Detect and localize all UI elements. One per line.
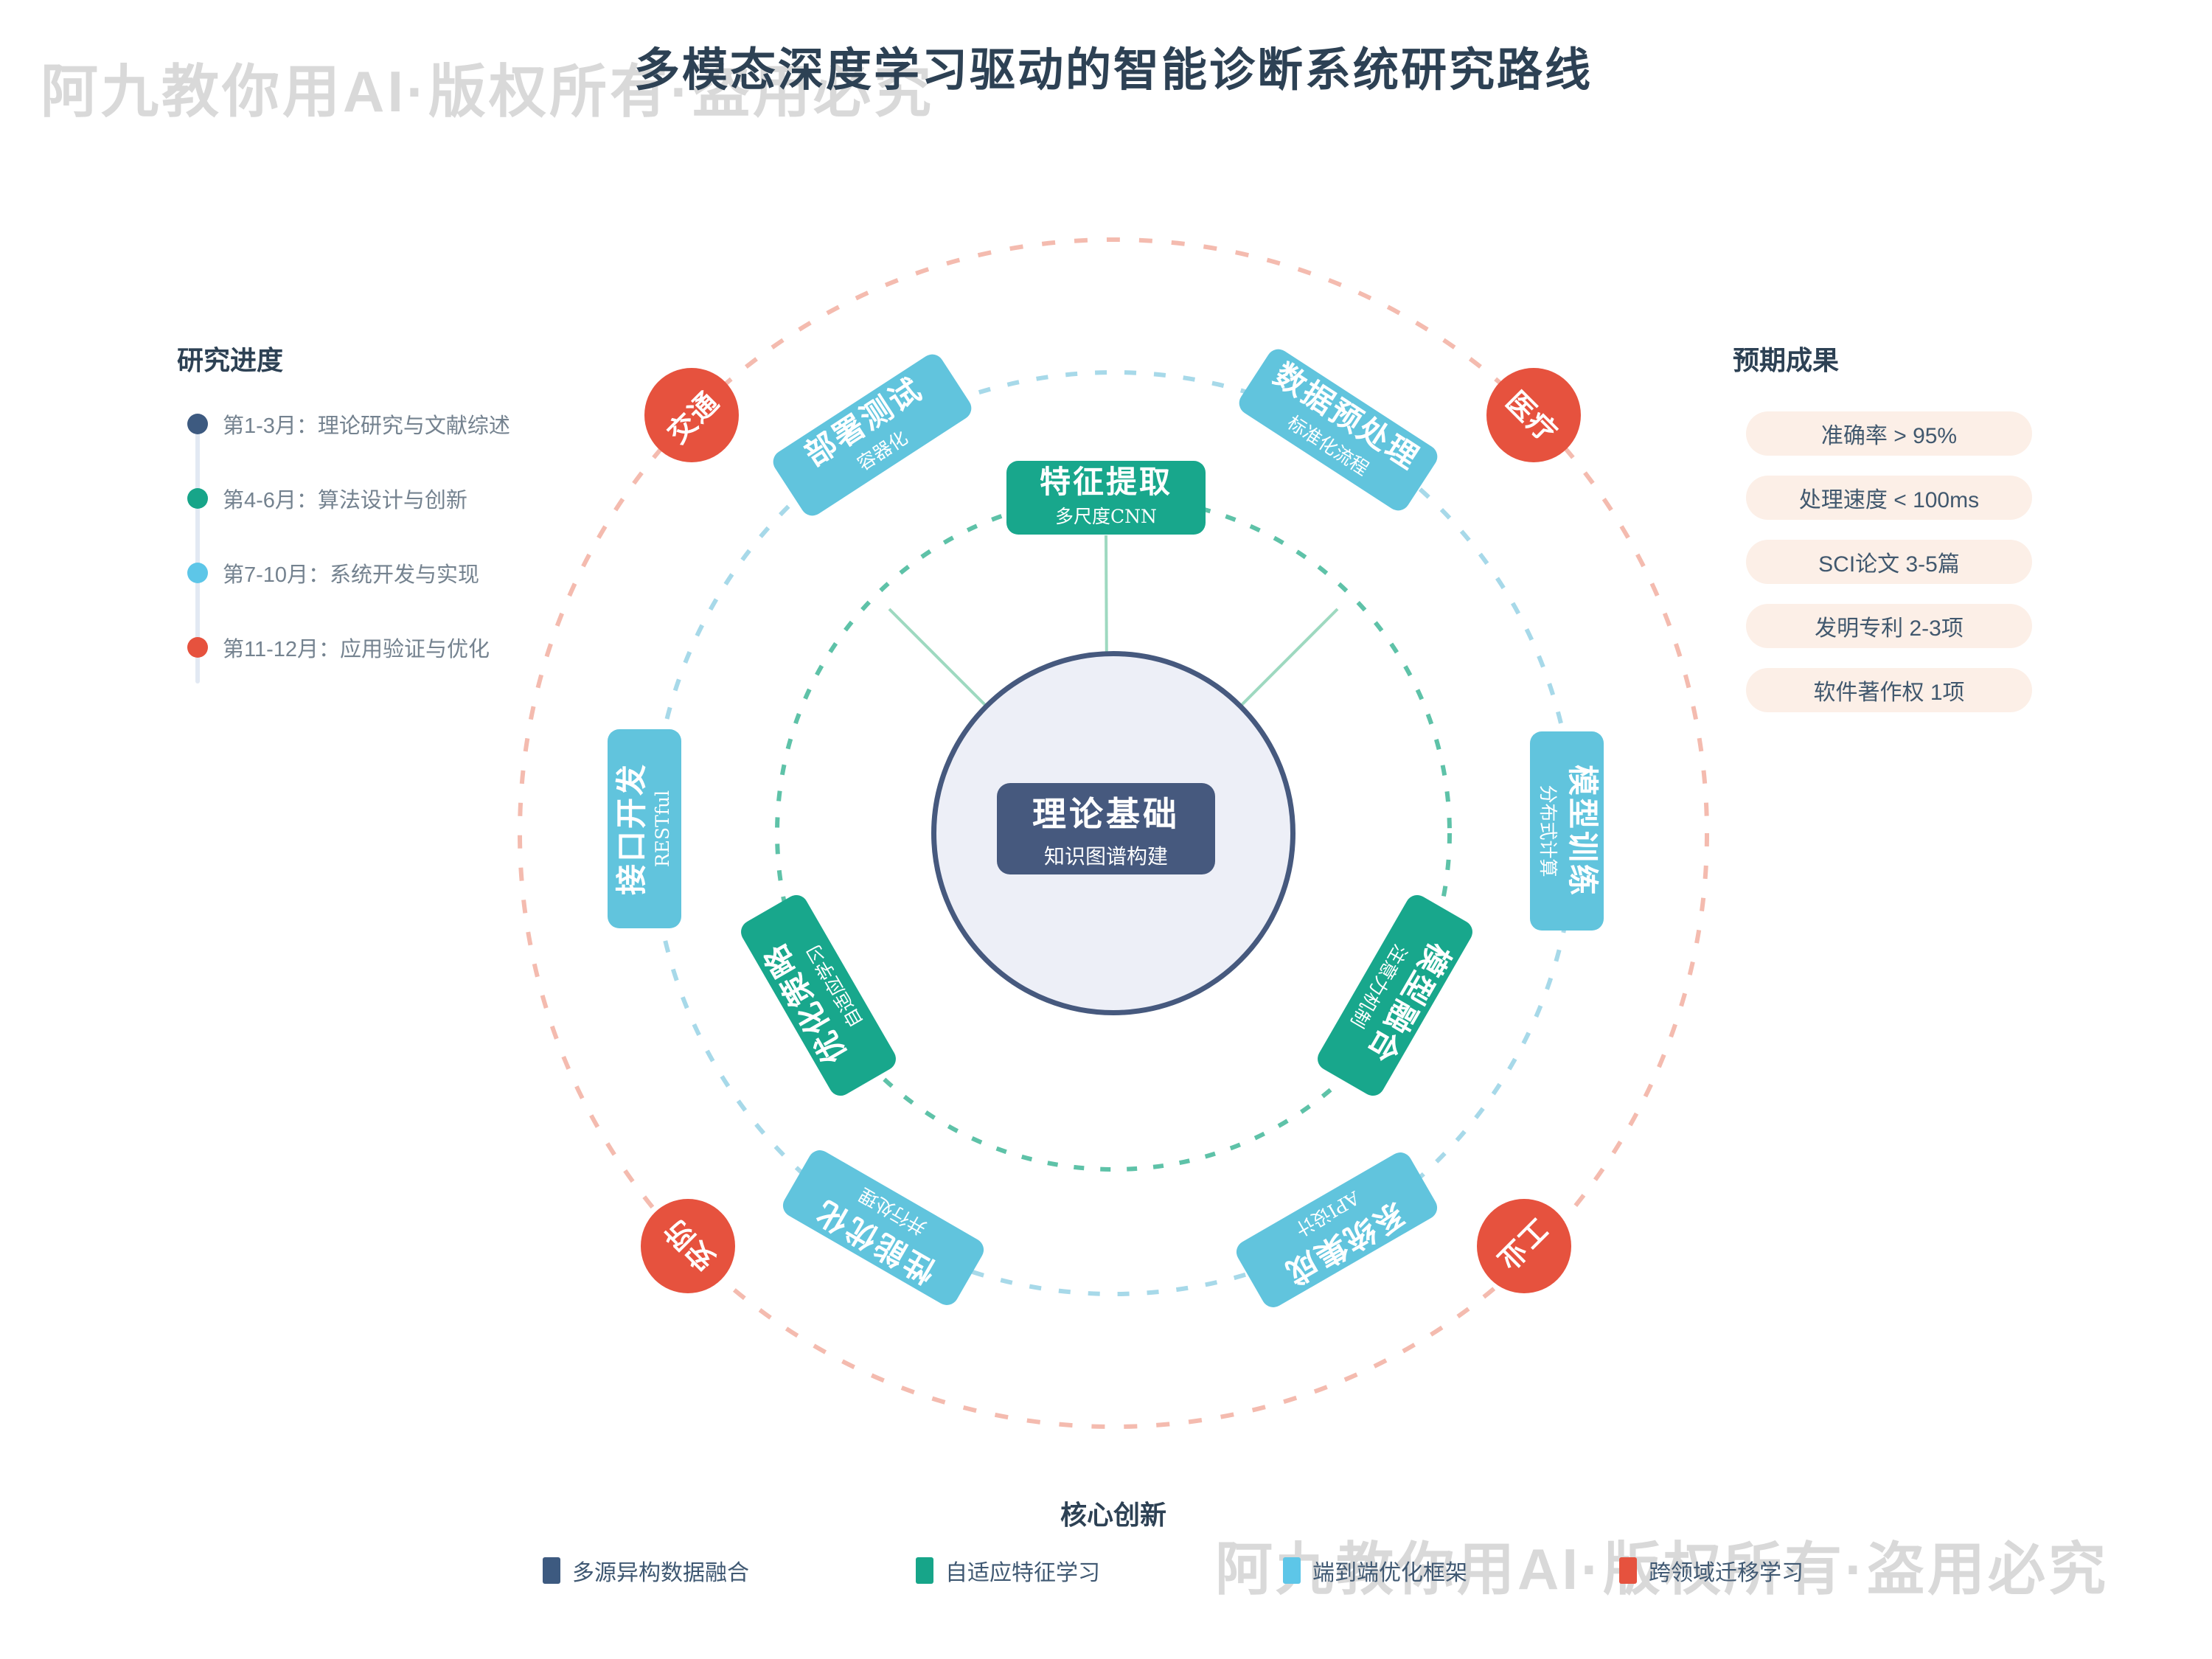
task-node: 模型训练分布式计算 [1530, 731, 1604, 931]
domain-label: 交通 [662, 386, 726, 450]
task-node-subtitle: 分布式计算 [1537, 785, 1559, 877]
outcome-pill: 发明专利 2-3项 [1746, 604, 2032, 648]
page-title: 多模态深度学习驱动的智能诊断系统研究路线 [633, 45, 1593, 96]
outcome-pill: 软件著作权 1项 [1746, 668, 2032, 712]
progress-label: 第4-6月：算法设计与创新 [223, 489, 467, 512]
progress-item: 第11-12月：应用验证与优化 [187, 632, 490, 663]
task-node-subtitle: 多尺度CNN [1055, 506, 1157, 527]
domain-label: 工业 [1489, 1211, 1554, 1276]
hub-subtitle: 知识图谱构建 [1043, 844, 1168, 869]
legend-heading: 核心创新 [1060, 1500, 1167, 1530]
progress-label: 第7-10月：系统开发与实现 [223, 563, 480, 587]
hub-card: 理论基础 知识图谱构建 [997, 783, 1215, 874]
progress-dot [187, 414, 208, 434]
outcome-pill: 处理速度 < 100ms [1746, 476, 2032, 520]
legend-item: 多源异构数据融合 [543, 1554, 749, 1587]
domain-circle: 工业 [1477, 1199, 1571, 1293]
watermark-top: 阿九教你用AI·版权所有·盗用必究 [41, 59, 934, 124]
legend-label: 自适应特征学习 [945, 1561, 1100, 1585]
legend-item: 自适应特征学习 [916, 1554, 1100, 1587]
task-node-subtitle: RESTful [651, 790, 673, 868]
progress-dot [187, 563, 208, 583]
outcome-pill: SCI论文 3-5篇 [1746, 540, 2032, 584]
legend-swatch [1283, 1557, 1301, 1584]
outer-pink-ring [518, 237, 1709, 1429]
progress-heading: 研究进度 [177, 345, 284, 375]
progress-label: 第11-12月：应用验证与优化 [223, 638, 490, 661]
domain-circle: 交通 [644, 368, 739, 462]
progress-label: 第1-3月：理论研究与文献综述 [223, 414, 510, 438]
watermark-bottom: 阿九教你用AI·版权所有·盗用必究 [1215, 1537, 2109, 1601]
progress-item: 第7-10月：系统开发与实现 [187, 557, 479, 588]
progress-item: 第4-6月：算法设计与创新 [187, 483, 467, 514]
hub-title: 理论基础 [1032, 795, 1180, 833]
inner-teal-ring [775, 495, 1452, 1172]
task-node: 特征提取多尺度CNN [1006, 461, 1206, 535]
legend-item: 跨领域迁移学习 [1619, 1554, 1804, 1587]
outcomes-heading: 预期成果 [1733, 345, 1840, 375]
domain-circle: 安防 [641, 1199, 735, 1293]
domain-circle: 医疗 [1486, 368, 1581, 462]
task-node-title: 接口开发 [613, 762, 649, 896]
progress-timeline [195, 424, 200, 684]
legend-swatch [1619, 1557, 1637, 1584]
progress-dot [187, 488, 208, 509]
legend-swatch [916, 1557, 933, 1584]
domain-label: 医疗 [1499, 386, 1563, 450]
legend-label: 端到端优化框架 [1312, 1561, 1467, 1585]
task-node-title: 模型训练 [1565, 764, 1600, 897]
task-node-title: 特征提取 [1039, 465, 1172, 499]
progress-dot [187, 637, 208, 658]
domain-label: 安防 [658, 1211, 723, 1276]
legend-swatch [543, 1557, 560, 1584]
progress-item: 第1-3月：理论研究与文献综述 [187, 408, 510, 439]
outcome-pill: 准确率 > 95% [1746, 411, 2032, 456]
legend-item: 端到端优化框架 [1283, 1554, 1467, 1587]
legend-label: 多源异构数据融合 [572, 1561, 749, 1585]
legend-label: 跨领域迁移学习 [1649, 1561, 1804, 1585]
